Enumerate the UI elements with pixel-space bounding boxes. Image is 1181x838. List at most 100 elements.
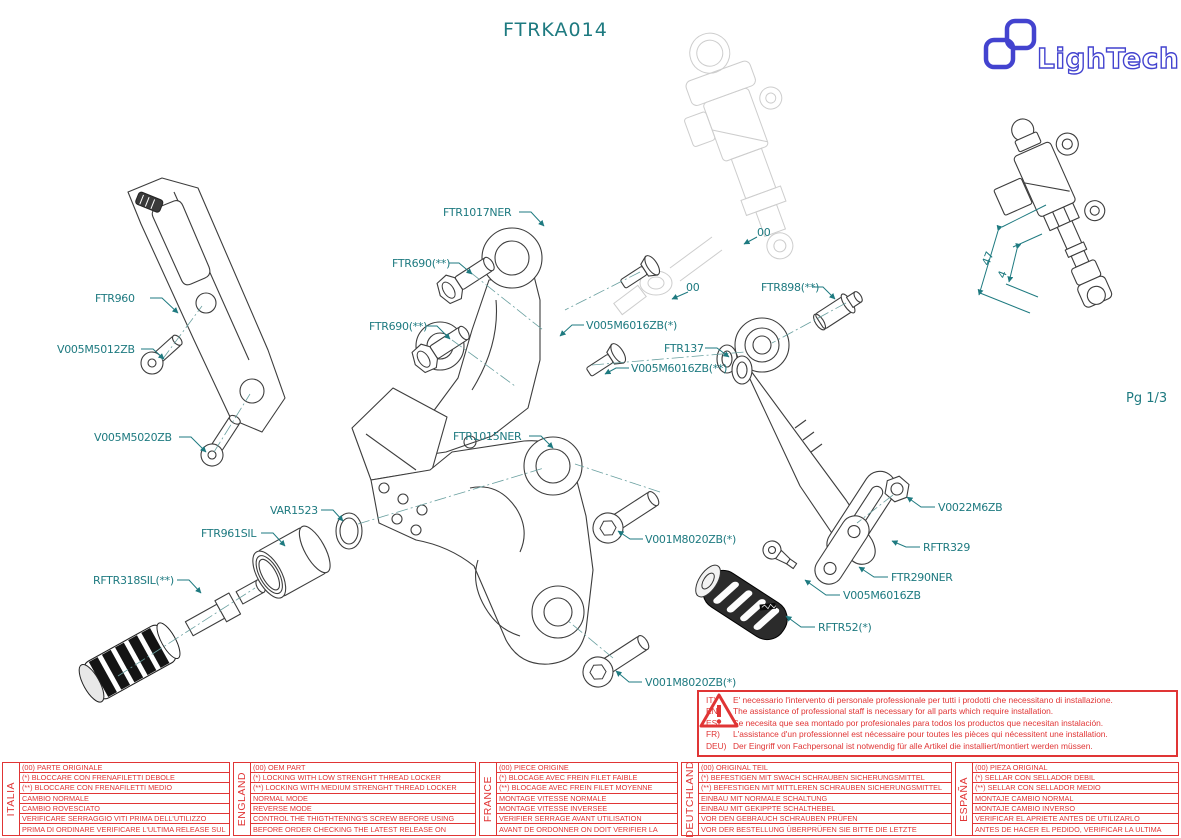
legend-row: MONTAJE CAMBIO NORMAL [973, 794, 1178, 804]
warning-lang-prefix: EN) [706, 706, 721, 717]
warning-text: The assistance of professional staff is … [733, 706, 1054, 717]
legend-row: REVERSE MODE [251, 804, 475, 814]
legend-row: MONTAGE VITESSE INVERSEE [497, 804, 677, 814]
legend-row: BEFORE ORDER CHECKING THE LATEST RELEASE… [253, 824, 447, 835]
warning-text: E' necessario l'intervento di personale … [733, 694, 1113, 705]
part-label-rftr329: RFTR329 [923, 541, 971, 554]
part-label-ftr1015ner: FTR1015NER [453, 430, 522, 443]
logo-text: LighTech [1037, 42, 1179, 75]
legend-row: (00) PIECE ORIGINE [497, 763, 677, 774]
legend-row: AVANT DE ORDONNER ON DOIT VERIFIER LA DE… [499, 824, 658, 835]
ftr290ner-link [814, 515, 870, 585]
warning-row: EN) The assistance of professional staff … [706, 706, 1113, 718]
page-number: Pg 1/3 [1126, 391, 1168, 406]
legend-table-england: ENGLAND (00) OEM PART (*) LOCKING WITH L… [233, 762, 476, 836]
shift-rod-shaft [184, 592, 242, 637]
warning-row: IT) E' necessario l'intervento di persona… [706, 695, 1113, 707]
legend-tables: ITALIA (00) PARTE ORIGINALE (*) BLOCCARE… [2, 760, 1179, 838]
master-cylinder-drawing [993, 118, 1113, 308]
warning-triangle-icon [699, 693, 739, 728]
legend-table-deutchland: DEUTCHLAND (00) ORIGINAL TEIL (*) BEFEST… [681, 760, 952, 838]
warning-text: Se necesita que sea montado por profesio… [733, 717, 1104, 728]
warning-row: DEU) Der Eingriff von Fachpersonal ist no… [706, 741, 1113, 753]
warning-text: L'assistance d'un professionnel est néce… [733, 729, 1108, 740]
legend-row: NORMAL MODE [251, 794, 475, 804]
legend-row: VERIFICAR EL APRIETE ANTES DE UTILIZARLO [973, 814, 1178, 825]
legend-row: VOR DER BESTELLUNG ÜBERPRÜFEN SIE BITTE … [701, 824, 947, 835]
warning-text-lines: IT) E' necessario l'intervento di persona… [706, 695, 1113, 753]
warning-text: Der Eingriff von Fachpersonal ist notwen… [733, 740, 1093, 751]
legend-row: VOR DEN GEBRAUCH SCHRAUBEN PRÜFEN [699, 814, 951, 825]
installation-warning-box: IT) E' necessario l'intervento di persona… [697, 690, 1178, 757]
sheet-title: FTRKA014 [503, 19, 608, 41]
part-label-v005m5012zb: V005M5012ZB [57, 343, 135, 356]
legend-lang-label: DEUTCHLAND [684, 760, 696, 838]
part-label-v005m6016zb-b: V005M6016ZB(**) [631, 362, 728, 375]
leader-lines [141, 211, 935, 683]
ftr961sil-bushing [252, 525, 331, 599]
part-label-ftr960: FTR960 [95, 292, 135, 305]
part-label-ftr961sil: FTR961SIL [201, 527, 257, 540]
legend-row: MONTAGE VITESSE NORMALE [497, 794, 677, 804]
legend-row: (**) LOCKING WITH MEDIUM STRENGHT THREAD… [251, 783, 475, 794]
legend-lang-label: FRANCE [482, 775, 494, 823]
legend-row: (*) BEFESTIGEN MIT SWACH SCHRAUBEN SICHE… [699, 773, 951, 784]
legend-row: EINBAU MIT NORMALE SCHALTUNG [699, 794, 951, 804]
part-label-ftr898: FTR898(**) [761, 281, 820, 294]
warning-lang-prefix: ES) [706, 717, 720, 728]
legend-row: (**) BLOCCARE CON FRENAFILETTI MEDIO [20, 783, 229, 794]
warning-row: FR)L'assistance d'un professionnel est n… [706, 729, 1113, 741]
legend-row: (00) ORIGINAL TEIL [699, 763, 951, 774]
legend-row: (*) LOCKING WITH LOW STRENGHT THREAD LOC… [251, 773, 475, 784]
legend-row: (*) BLOCCARE CON FRENAFILETTI DEBOLE [20, 773, 229, 784]
legend-row: (**) SELLAR CON SELLADOR MEDIO [973, 783, 1178, 794]
part-label-v001m8020zb-b: V001M8020ZB(*) [645, 676, 736, 689]
dimension-lines [977, 204, 1047, 314]
part-label-v005m6016zb-a: V005M6016ZB(*) [586, 319, 677, 332]
oem-ref-label-a: 00 [757, 226, 771, 239]
warning-lang-prefix: DEU) [706, 740, 727, 751]
part-label-v0022m6zb: V0022M6ZB [938, 501, 1003, 514]
legend-lang-label: ESPAÑA [958, 776, 970, 822]
part-label-ftr690-a: FTR690(**) [392, 257, 451, 270]
legend-table-espana: ESPAÑA (00) PIEZA ORIGINAL (*) SELLAR CO… [955, 762, 1179, 836]
part-label-v005m5020zb: V005M5020ZB [94, 431, 172, 444]
legend-row: MONTAJE CAMBIO INVERSO [973, 804, 1178, 814]
legend-row: (00) PARTE ORIGINALE [20, 763, 229, 774]
legend-row: CAMBIO ROVESCIATO [20, 804, 229, 814]
legend-lang-label: ITALIA [5, 781, 17, 817]
warning-row: ES) Se necesita que sea montado por profe… [706, 718, 1113, 730]
legend-row: VERIFICARE SERRAGGIO VITI PRIMA DELL'UTI… [20, 814, 229, 825]
part-label-rftr52: RFTR52(*) [818, 621, 872, 634]
screw-v005m5020zb [200, 414, 241, 467]
legend-row: ANTES DE HACER EL PEDIDO, VERIFICAR LA U… [975, 824, 1162, 835]
legend-row: CAMBIO NORMALE [20, 794, 229, 804]
part-label-ftr690-b: FTR690(**) [369, 320, 428, 333]
oem-ref-label-b: 00 [686, 281, 700, 294]
part-label-var1523: VAR1523 [270, 504, 318, 517]
legend-row: (00) OEM PART [251, 763, 475, 774]
part-label-v005m6016zb-c: V005M6016ZB [843, 589, 921, 602]
part-label-ftr1017ner: FTR1017NER [443, 206, 512, 219]
legend-row: (**) BLOCAGE AVEC FREIN FILET MOYENNE [497, 783, 677, 794]
rftr318sil-shift-rod [78, 622, 181, 703]
legend-row: PRIMA DI ORDINARE VERIFICARE L'ULTIMA RE… [22, 824, 226, 835]
part-label-v001m8020zb-a: V001M8020ZB(*) [645, 533, 736, 546]
warning-lang-prefix: IT) [706, 694, 717, 705]
legend-row: CONTROL THE THIGTHTENING'S SCREW BEFORE … [251, 814, 475, 825]
legend-row: EINBAU MIT GEKIPPTE SCHALTHEBEL [699, 804, 951, 814]
rftr52-footpeg [695, 564, 788, 641]
legend-row: (*) SELLAR CON SELLADOR DEBIL [973, 773, 1178, 784]
legend-lang-label: ENGLAND [236, 771, 248, 827]
legend-row: (*) BLOCAGE AVEC FREIN FILET FAIBLE [497, 773, 677, 784]
legend-row: (00) PIEZA ORIGINAL [973, 763, 1178, 774]
assembly-axis-lines [117, 271, 894, 677]
legend-table-france: FRANCE (00) PIECE ORIGINE (*) BLOCAGE AV… [479, 762, 678, 836]
screw-v005m6016zb-peg [762, 540, 798, 570]
screw-v005m5012zb [140, 334, 183, 375]
ftr1015ner-bracket [351, 387, 594, 665]
legend-row: VERIFIER SERRAGE AVANT UTILISATION [497, 814, 677, 825]
ftr960-heel-guard [127, 177, 286, 433]
